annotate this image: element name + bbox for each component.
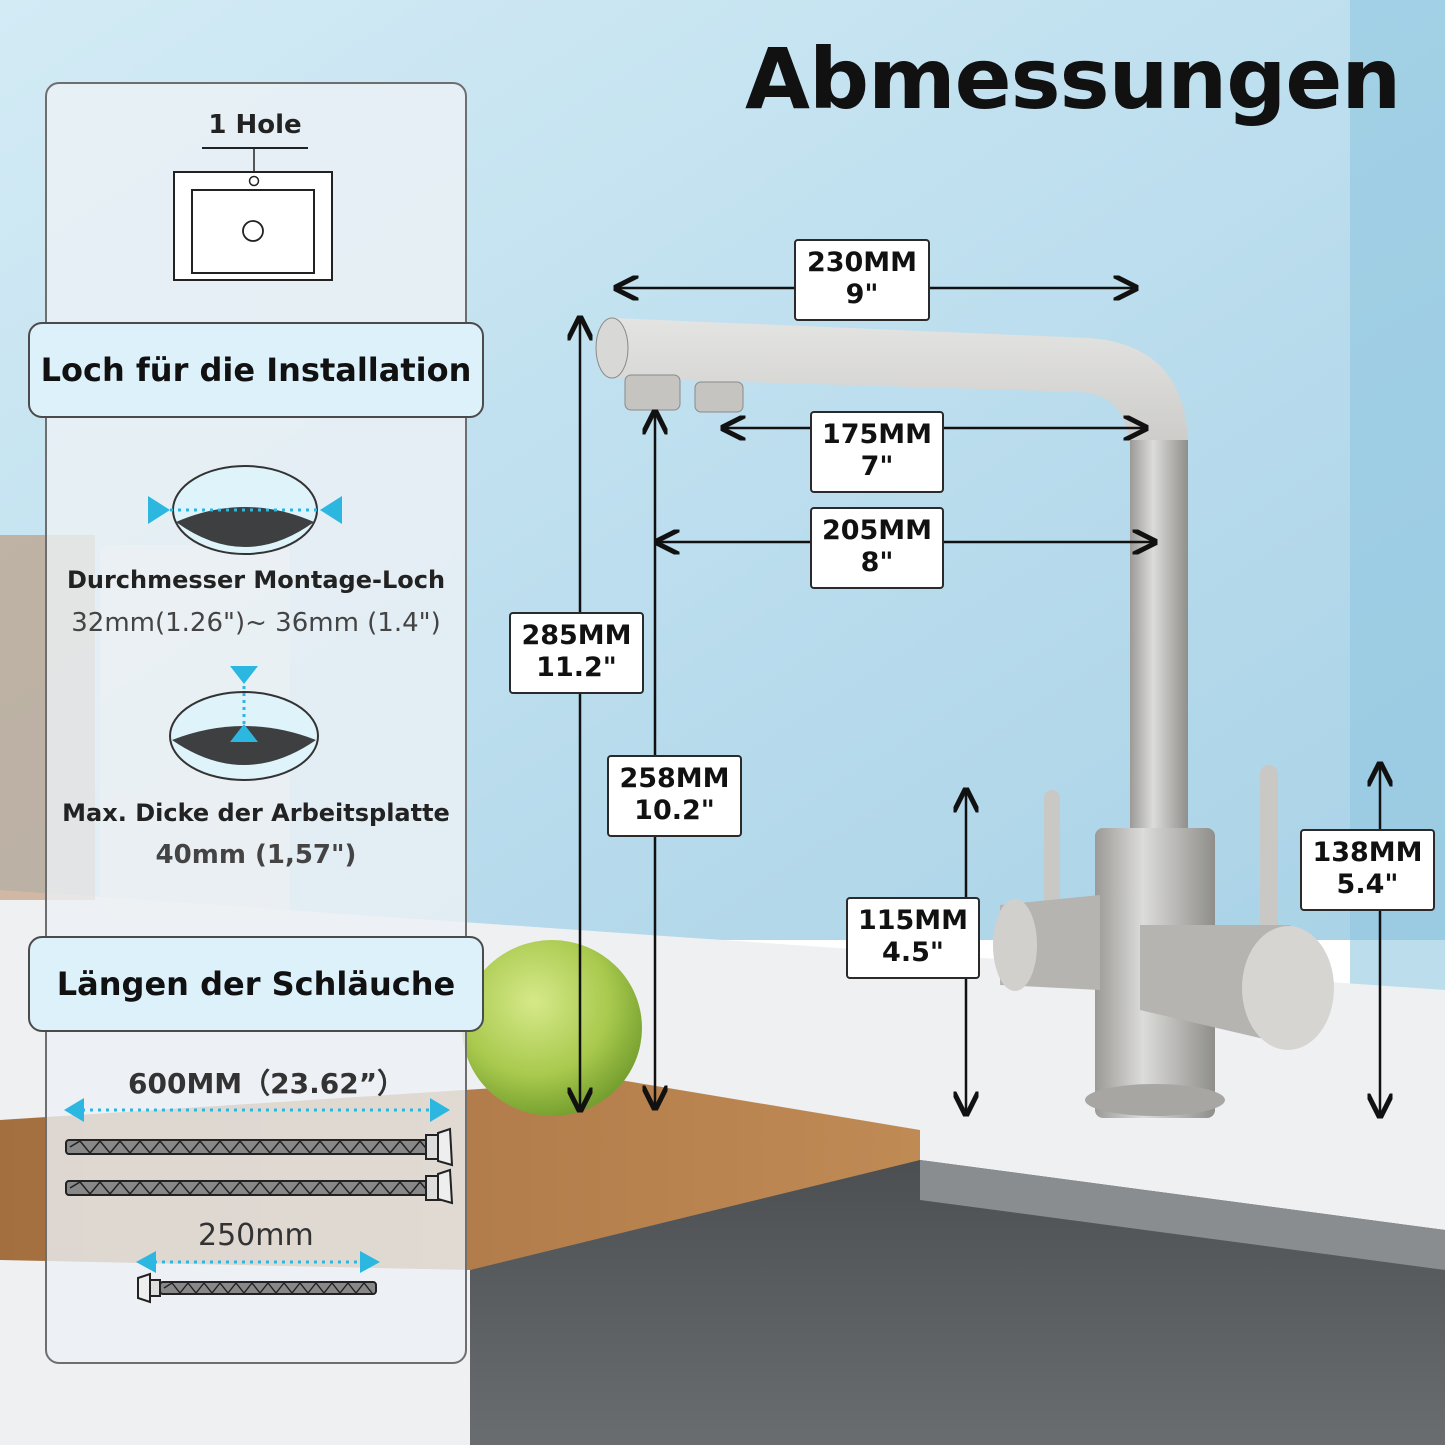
faucet-illustration <box>595 317 1334 1118</box>
thickness-icon <box>169 666 319 781</box>
dim-175-mm: 175MM <box>821 419 933 450</box>
dim-285-mm: 285MM <box>521 620 632 651</box>
dim-230: 230MM 9" <box>794 239 930 321</box>
hoses-heading: Längen der Schläuche <box>28 936 484 1032</box>
dim-230-mm: 230MM <box>806 247 918 278</box>
dim-205-inch: 8" <box>860 547 894 578</box>
dim-205-mm: 205MM <box>821 515 933 546</box>
short-hose-icon <box>136 1251 380 1304</box>
dim-175-inch: 7" <box>860 451 894 482</box>
dim-138-inch: 5.4" <box>1336 869 1399 900</box>
sink-hole-icon <box>173 147 333 281</box>
dim-138: 138MM 5.4" <box>1300 829 1435 911</box>
dim-258-mm: 258MM <box>619 763 730 794</box>
dim-285-inch: 11.2" <box>536 652 617 683</box>
diameter-label: Durchmesser Montage-Loch <box>66 566 446 594</box>
dim-115-inch: 4.5" <box>882 937 944 968</box>
dim-285: 285MM 11.2" <box>509 612 644 694</box>
dim-258-inch: 10.2" <box>634 795 715 826</box>
thickness-label: Max. Dicke der Arbeitsplatte <box>62 799 450 827</box>
diameter-icon <box>148 465 342 555</box>
page-title: Abmessungen <box>745 30 1401 128</box>
dim-138-mm: 138MM <box>1312 837 1423 868</box>
dim-115: 115MM 4.5" <box>846 897 980 979</box>
thickness-value: 40mm (1,57") <box>155 840 357 870</box>
dim-258: 258MM 10.2" <box>607 755 742 837</box>
install-heading: Loch für die Installation <box>28 322 484 418</box>
dim-230-inch: 9" <box>845 279 879 310</box>
dim-115-mm: 115MM <box>857 905 969 936</box>
hose-short-label: 250mm <box>198 1218 314 1253</box>
dim-205: 205MM 8" <box>810 507 944 589</box>
dim-175: 175MM 7" <box>810 411 944 493</box>
hole-label: 1 Hole <box>208 110 302 140</box>
hose-long-label: 600MM（23.62”） <box>128 1067 406 1100</box>
diameter-value: 32mm(1.26")~ 36mm (1.4") <box>71 608 441 638</box>
long-hoses-icon <box>64 1098 454 1205</box>
